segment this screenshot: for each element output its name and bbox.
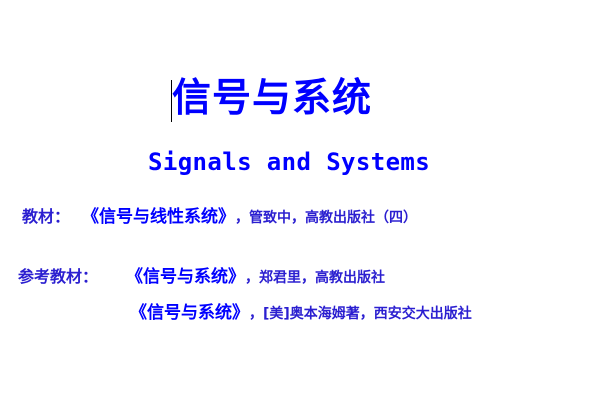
reference-line-2[interactable]: 《信号与系统》 ，[美]奥本海姆著，西安交大出版社 bbox=[130, 298, 472, 323]
reference-title: 《信号与系统》 bbox=[126, 267, 246, 287]
reference-line-1[interactable]: 参考教材： 《信号与系统》 ，郑君里，高教出版社 bbox=[18, 262, 385, 287]
reference-title: 《信号与系统》 bbox=[130, 303, 249, 323]
textbook-info: ，管致中，高教出版社（四） bbox=[235, 210, 418, 226]
slide-title[interactable]: 信号与系统 bbox=[172, 76, 373, 121]
references-label: 参考教材： bbox=[18, 267, 99, 286]
textbook-title: 《信号与线性系统》 bbox=[82, 207, 236, 227]
slide-subtitle[interactable]: Signals and Systems bbox=[148, 148, 431, 176]
text-cursor bbox=[171, 80, 172, 122]
textbook-line[interactable]: 教材： 《信号与线性系统》 ，管致中，高教出版社（四） bbox=[22, 202, 417, 227]
reference-info: ，[美]奥本海姆著，西安交大出版社 bbox=[249, 306, 472, 322]
reference-info: ，郑君里，高教出版社 bbox=[245, 270, 386, 286]
textbook-label: 教材： bbox=[22, 207, 71, 226]
